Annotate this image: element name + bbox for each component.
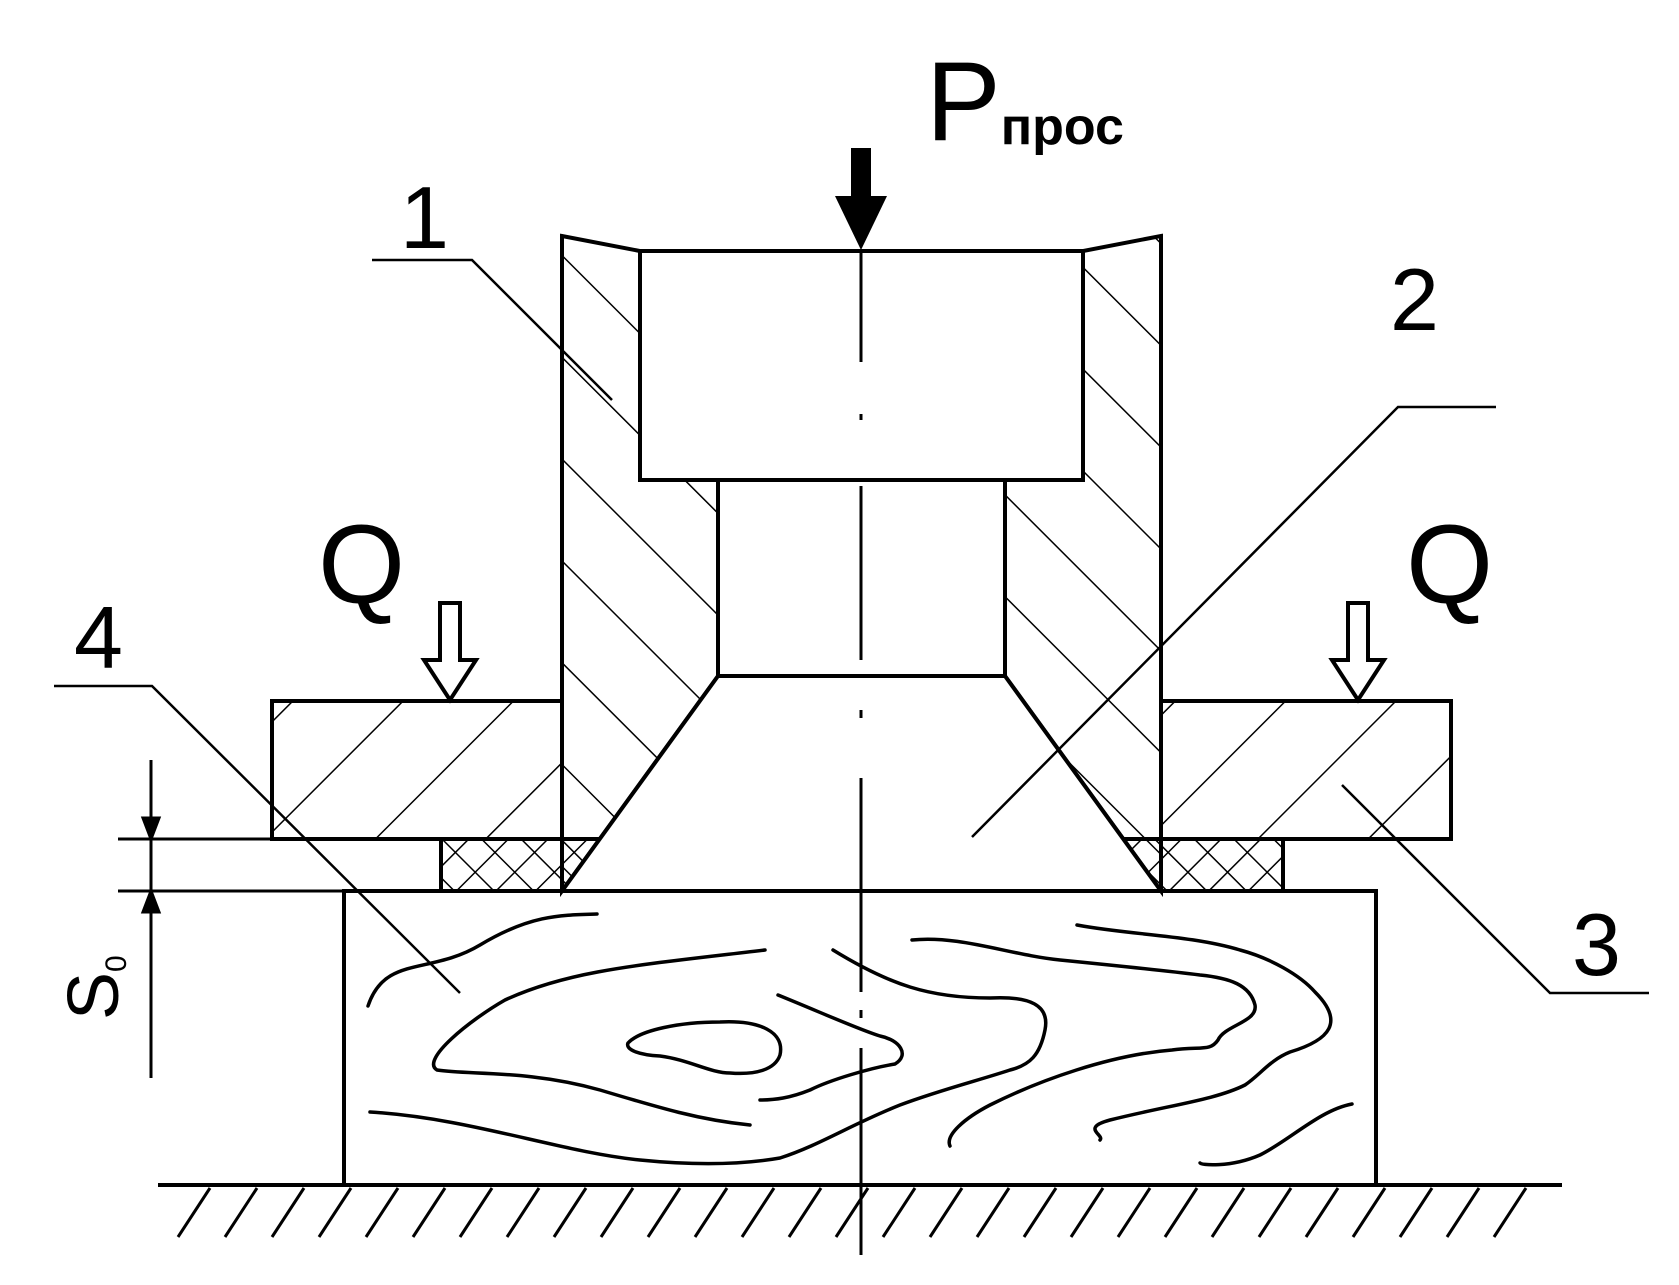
label-force-main-symbol: P [926,39,1001,164]
label-thickness: S0 [54,955,134,1020]
thickness-dimension [118,760,441,1078]
label-part-3: 3 [1572,895,1621,994]
force-arrow-main [835,148,887,250]
label-force-right: Q [1406,502,1493,627]
force-arrow-right [1328,601,1388,704]
clamp-plate-right [1159,699,1453,841]
leader-lines [54,258,1649,995]
label-part-2: 2 [1390,250,1439,349]
label-thickness-symbol: S [54,972,134,1020]
force-arrow-left [420,601,480,704]
label-part-4: 4 [74,588,123,687]
label-force-main: Pпрос [926,39,1124,164]
label-force-main-subscript: прос [1001,98,1124,156]
label-thickness-subscript: 0 [100,955,133,972]
clamp-plate-left [270,699,564,841]
svg-text:S0: S0 [54,955,134,1020]
wood-grain [366,912,1354,1167]
label-force-left: Q [318,502,405,627]
label-part-1: 1 [400,168,449,267]
